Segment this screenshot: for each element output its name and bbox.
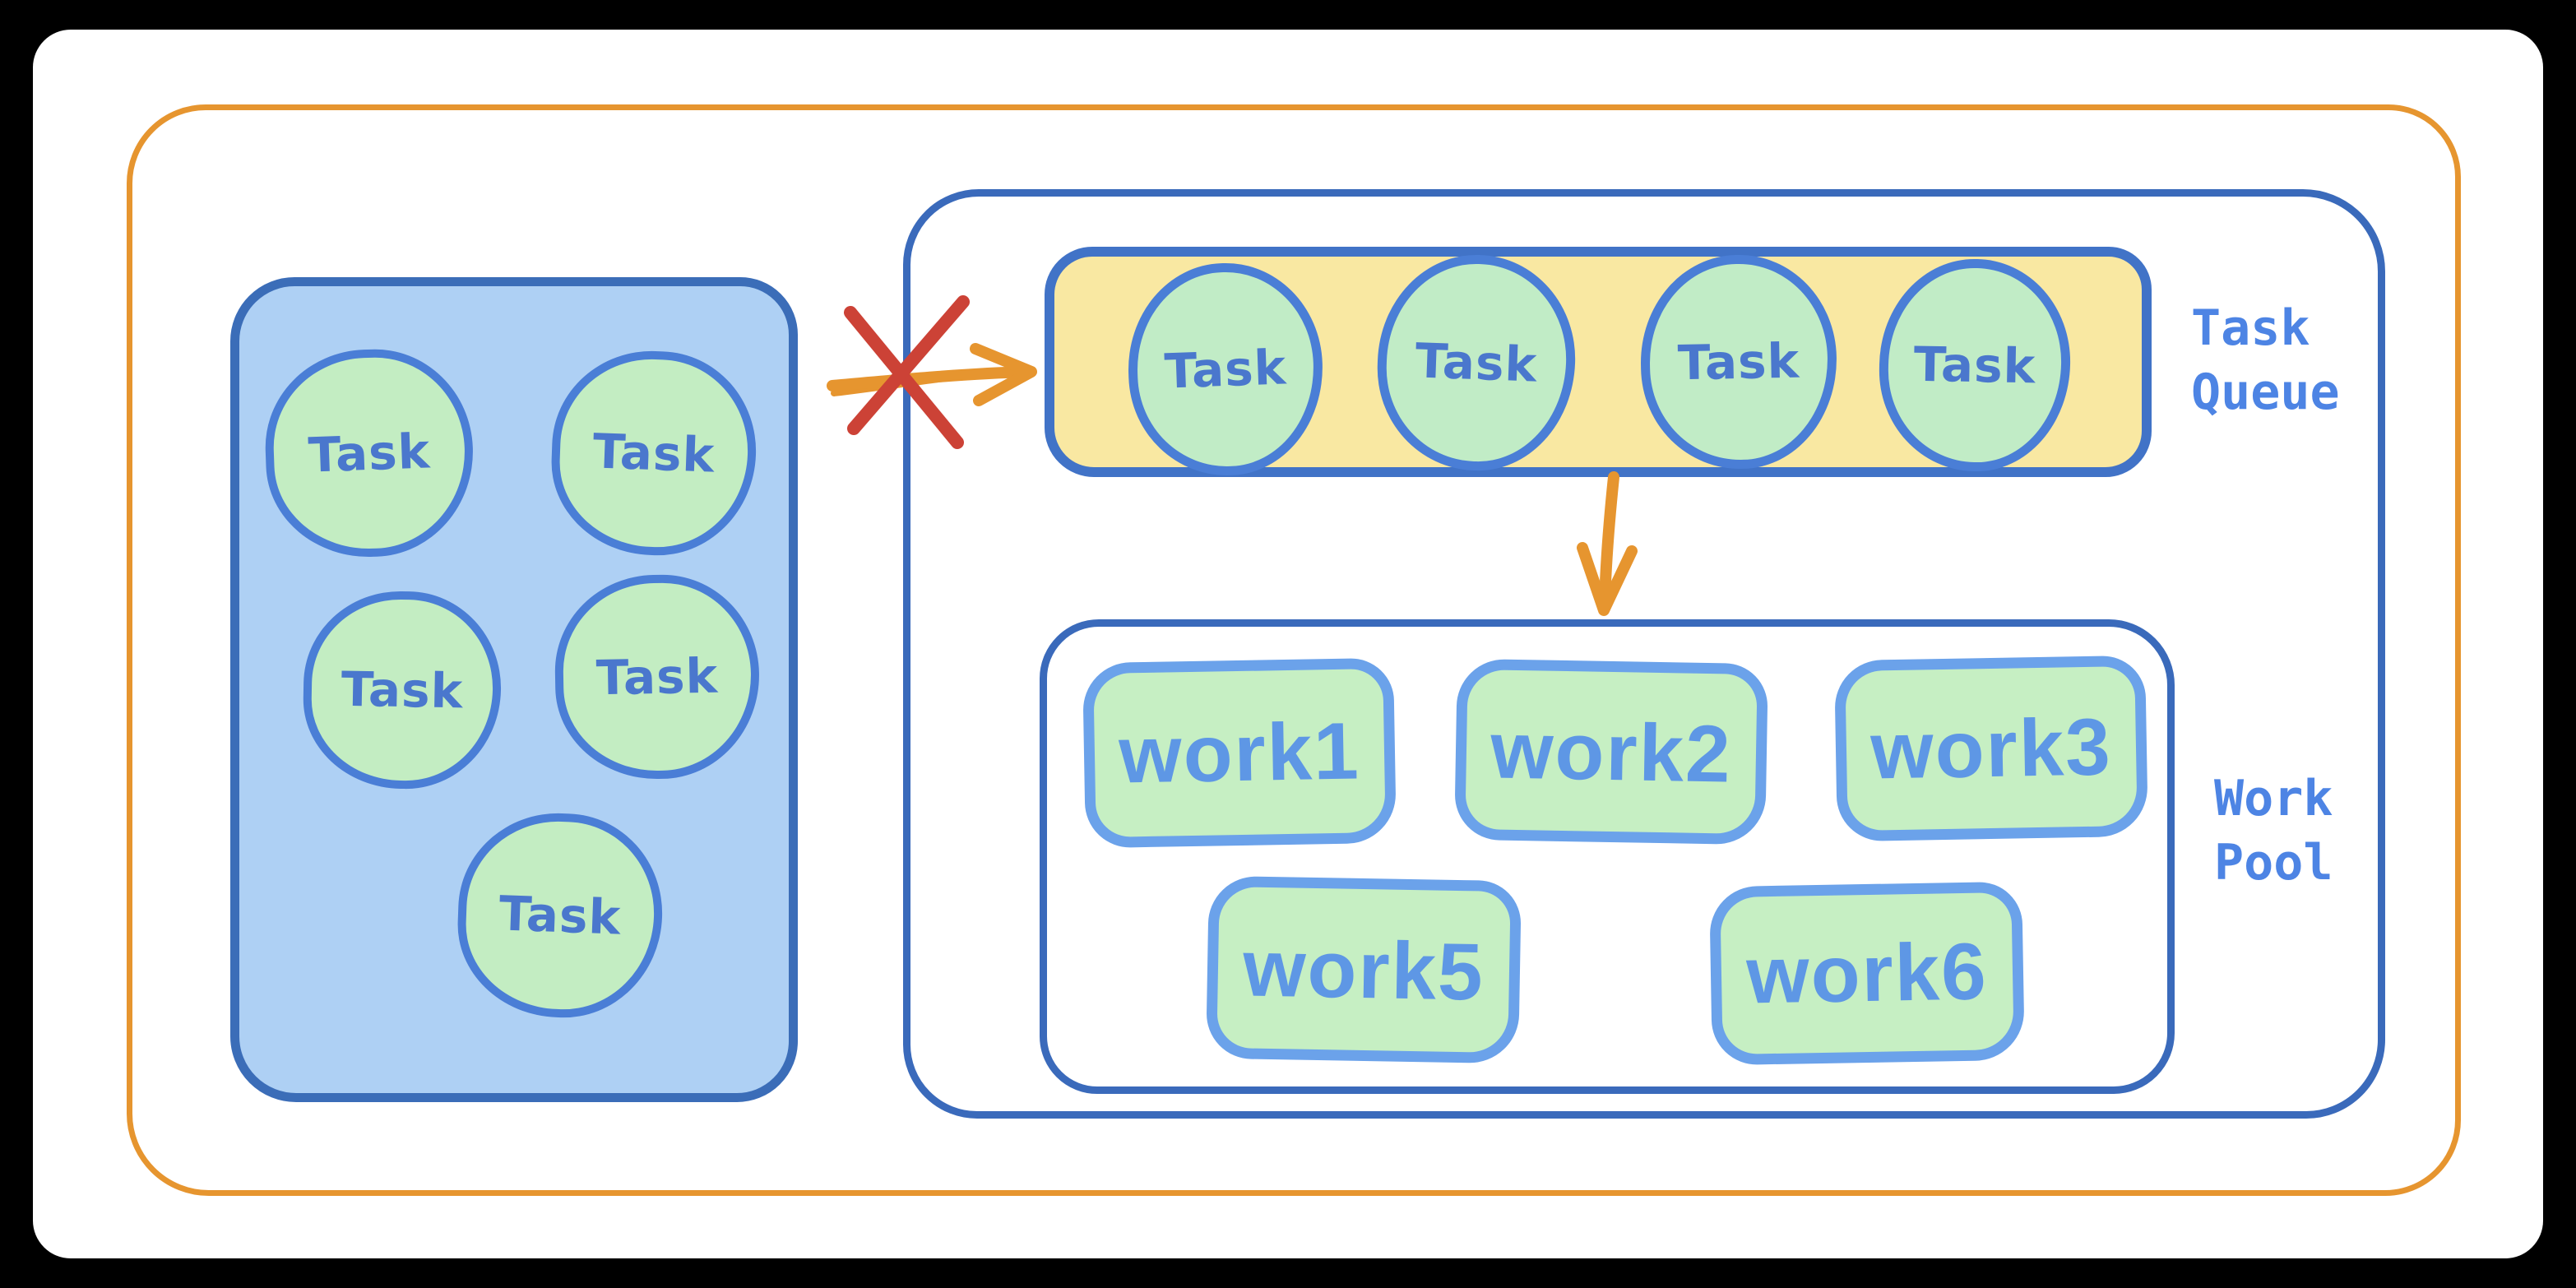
worker-label: work3	[1869, 700, 2113, 796]
task-label: Task	[341, 660, 464, 720]
task-label: Task	[591, 423, 716, 484]
task-label: Task	[1163, 339, 1288, 400]
task-label: Task	[1913, 336, 2036, 395]
task-label: Task	[307, 423, 432, 484]
worker-label: work6	[1745, 925, 1989, 1021]
work-pool-box: work1 work2 work3 work5 work6	[1040, 619, 2175, 1094]
task-label: Task	[1677, 332, 1800, 391]
worker-box: work2	[1454, 658, 1768, 846]
task-label: Task	[1414, 332, 1539, 393]
task-circle: Task	[262, 345, 477, 561]
task-circle: Task	[1374, 251, 1579, 475]
task-label: Task	[498, 885, 623, 946]
worker-box: work6	[1709, 881, 2025, 1066]
task-label: Task	[595, 647, 719, 707]
task-circle: Task	[1638, 253, 1839, 471]
pending-tasks-box: Task Task Task Task Task	[230, 277, 798, 1102]
task-circle: Task	[548, 347, 760, 559]
worker-label: work2	[1490, 703, 1733, 799]
system-boundary-frame	[127, 104, 2461, 1196]
task-circle: Task	[553, 572, 762, 781]
worker-label: work1	[1118, 705, 1361, 800]
worker-label: work5	[1242, 921, 1485, 1017]
work-pool-label: Work Pool	[2214, 770, 2333, 892]
task-circle: Task	[454, 809, 666, 1022]
task-circle: Task	[1877, 257, 2073, 474]
task-queue-box: Task Task Task Task	[1045, 247, 2152, 480]
worker-box: work1	[1082, 657, 1397, 849]
task-queue-label: Task Queue	[2191, 299, 2340, 421]
task-circle: Task	[1124, 259, 1327, 480]
worker-box: work5	[1206, 875, 1522, 1064]
worker-box: work3	[1834, 655, 2148, 842]
task-circle: Task	[301, 589, 503, 791]
